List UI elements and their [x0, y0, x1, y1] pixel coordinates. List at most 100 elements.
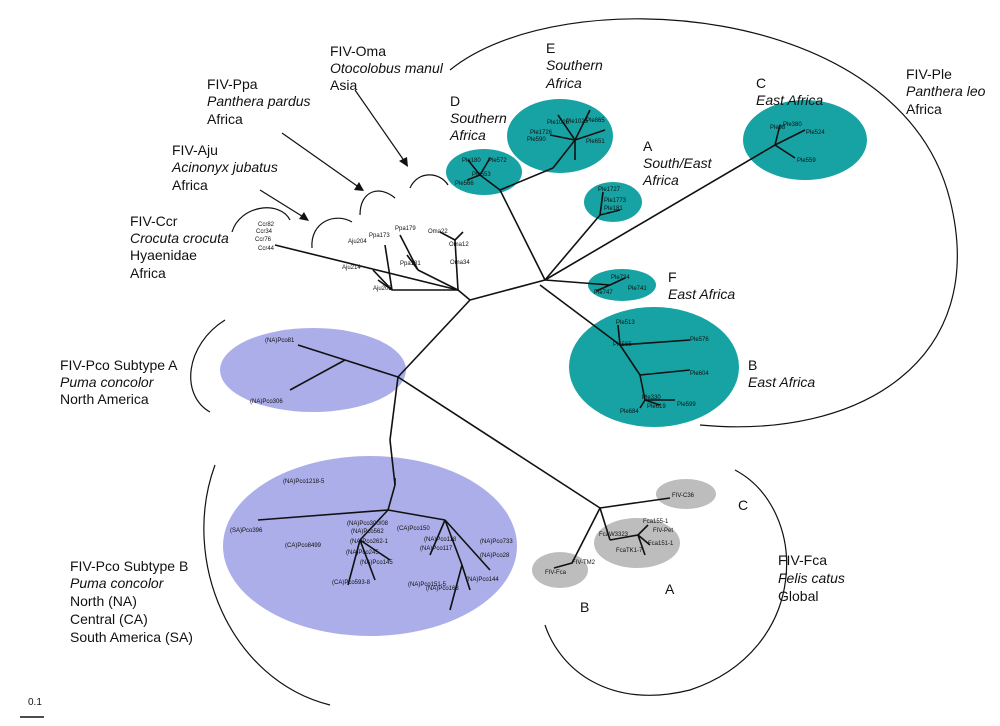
ppa-bracket-arc	[359, 190, 396, 216]
clade-b-region: East Africa	[748, 374, 815, 390]
group-ccr-name: FIV-Ccr	[130, 213, 178, 229]
group-pco-b-species: Puma concolor	[70, 575, 165, 591]
group-pco-b-region-north: North (NA)	[70, 593, 137, 609]
group-fca-region: Global	[778, 588, 818, 604]
leaf-labels-aju: Aju204 Aju214 Aju203	[342, 239, 392, 292]
leaf-label: Ple513	[616, 320, 635, 326]
leaf-label: Aju214	[342, 265, 361, 271]
group-aju-name: FIV-Aju	[172, 142, 218, 158]
fca-b-ellipse	[532, 552, 588, 588]
group-ccr-family: Hyaenidae	[130, 247, 197, 263]
tree-branches	[257, 109, 806, 611]
group-aju-region: Africa	[172, 177, 208, 193]
leaf-label: Ple181	[604, 206, 623, 212]
leaf-label: Fca151-1	[648, 541, 674, 547]
leaf-label: Ple604	[690, 371, 709, 377]
leaf-label: Ple747	[594, 290, 613, 296]
fca-c-ellipse	[656, 479, 716, 509]
leaf-label: (CA)Pco150	[397, 526, 430, 532]
leaf-label: (NA)Pco163	[426, 586, 459, 592]
leaf-label: (NA)Pco262-1	[350, 539, 389, 545]
group-ppa-name: FIV-Ppa	[207, 76, 258, 92]
leaf-label: Ple559	[797, 158, 816, 164]
group-pco-a-species: Puma concolor	[60, 374, 155, 390]
leaf-label: (NA)Pco300/08	[347, 521, 389, 527]
leaf-label: Ccr44	[258, 246, 275, 252]
clade-c-region: East Africa	[756, 92, 823, 108]
leaf-label: (NA)Pco1218-5	[283, 479, 325, 485]
leaf-label: (NA)Pco28	[480, 553, 510, 559]
aju-bracket-arc	[311, 217, 353, 249]
clade-d-region1: Southern	[450, 110, 507, 126]
leaf-label: Ple599	[677, 402, 696, 408]
leaf-label: Ple1025	[566, 119, 589, 125]
clade-f-ellipse	[588, 269, 656, 301]
leaf-label: Ccr76	[255, 237, 272, 243]
leaf-label: FIV-TM2	[572, 560, 596, 566]
group-pco-b-region-south: South America (SA)	[70, 629, 193, 645]
group-fca-species: Felis catus	[778, 570, 845, 586]
clade-a-region2: Africa	[642, 172, 679, 188]
leaf-label: Aju204	[348, 239, 367, 245]
leaf-labels-ple-e: Ple1026 Ple1025 Ple865 Ple1726 Ple590 Pl…	[527, 118, 605, 145]
leaf-label: Ple553	[472, 172, 491, 178]
leaf-label: Ple180	[462, 158, 481, 164]
clade-e-region1: Southern	[546, 57, 603, 73]
group-oma-species: Otocolobus manul	[330, 60, 444, 76]
leaf-label: FIV-C36	[672, 493, 695, 499]
group-oma-region: Asia	[330, 77, 357, 93]
leaf-label: Ple1726	[530, 130, 553, 136]
leaf-label: Ppa181	[400, 261, 421, 267]
leaf-label: Ple98	[770, 125, 786, 131]
leaf-label: (NA)Pco733	[480, 539, 513, 545]
group-ppa-region: Africa	[207, 111, 243, 127]
leaf-label: (CA)Pco593-8	[332, 580, 371, 586]
clade-a-ellipse	[584, 182, 642, 222]
leaf-label: Ple576	[690, 337, 709, 343]
leaf-label: Ppa179	[395, 226, 416, 232]
group-oma-name: FIV-Oma	[330, 43, 386, 59]
leaf-label: Ple1773	[604, 198, 627, 204]
leaf-labels-fca: FIV-C36 Fca155-1 FIV-Pet FcaW3323 Fca151…	[545, 493, 695, 576]
fca-clade-c-letter: C	[738, 497, 748, 513]
leaf-labels-ple-d: Ple180 Ple572 Ple553 Ple566	[455, 158, 507, 187]
leaf-label: Ple619	[647, 404, 666, 410]
arrow-oma	[354, 89, 408, 167]
leaf-label: FcaTK1-7	[616, 548, 643, 554]
leaf-label: Ple590	[527, 137, 546, 143]
leaf-labels-ppa: Ppa179 Ppa173 Ppa181	[369, 226, 421, 267]
leaf-label: Ple565	[613, 342, 632, 348]
leaf-label: Ple1026	[547, 120, 570, 126]
leaf-label: (NA)Pco144	[466, 577, 499, 583]
clade-c-ellipse	[743, 100, 867, 180]
leaf-labels-pco-b: (NA)Pco1218-5 (SA)Pco396 (CA)Pco8499 (NA…	[230, 479, 513, 592]
arrow-ppa	[281, 132, 364, 191]
ple-bracket-arc	[449, 18, 958, 428]
pco-a-bracket-arc	[190, 319, 226, 413]
leaf-labels-pco-a: (NA)Pco81 (NA)Pco306	[250, 338, 295, 405]
leaf-labels-oma: Oma22 Oma12 Oma34	[428, 229, 470, 266]
leaf-label: Ple524	[806, 130, 825, 136]
clade-e-letter: E	[546, 40, 555, 56]
leaf-label: Ple741	[628, 286, 647, 292]
fca-clade-b-letter: B	[580, 599, 589, 615]
leaf-label: Fca155-1	[643, 519, 669, 525]
group-ple-region: Africa	[906, 101, 942, 117]
leaf-label: (CA)Pco8499	[285, 543, 322, 549]
pco-a-ellipse	[220, 328, 406, 412]
group-aju-species: Acinonyx jubatus	[171, 159, 278, 175]
leaf-label: Oma12	[449, 242, 469, 248]
leaf-label: Ple566	[455, 181, 474, 187]
leaf-label: (NA)Pco306	[250, 399, 283, 405]
fca-clade-a-letter: A	[665, 581, 675, 597]
leaf-label: Ple1727	[598, 187, 621, 193]
leaf-label: Ple330	[642, 395, 661, 401]
group-ppa-species: Panthera pardus	[207, 93, 311, 109]
clade-c-letter: C	[756, 75, 766, 91]
leaf-label: (NA)Pco145	[360, 560, 393, 566]
leaf-label: (NA)Pco562	[351, 529, 384, 535]
group-ccr-species: Crocuta crocuta	[130, 230, 229, 246]
clade-e-ellipse	[507, 99, 613, 173]
